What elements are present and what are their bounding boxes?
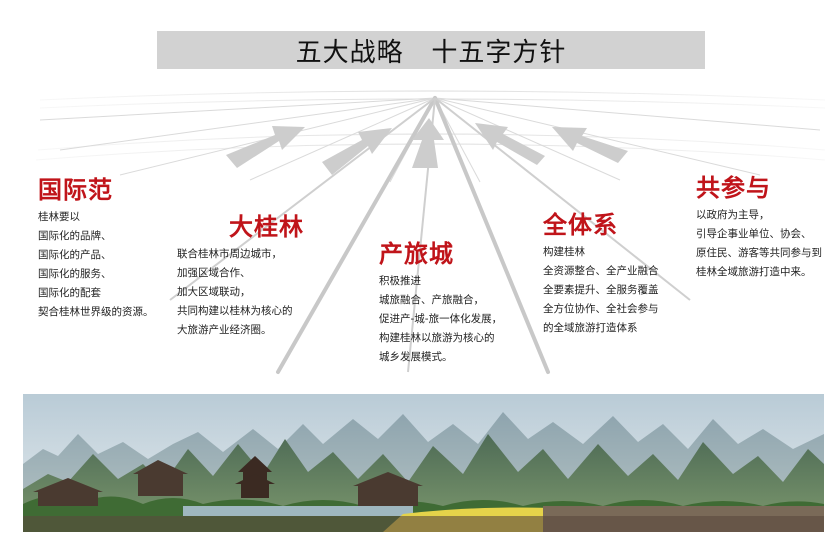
strategy-international: 国际范 桂林要以 国际化的品牌、 国际化的产品、 国际化的服务、 国际化的配套 … <box>38 176 154 322</box>
strategy-heading: 国际范 <box>38 176 113 204</box>
strategy-line: 桂林全域旅游打造中来。 <box>696 266 812 278</box>
strategy-line: 以政府为主导， <box>696 209 770 221</box>
strategy-line: 促进产-城-旅一体化发展， <box>379 313 503 325</box>
strategy-participation: 共参与 以政府为主导， 引导企事业单位、协会、 原住民、游客等共同参与到 桂林全… <box>696 174 822 282</box>
strategy-line: 城乡发展模式。 <box>379 351 453 363</box>
strategy-industry-tourism-city: 产旅城 积极推进 城旅融合、产旅融合， 促进产-城-旅一体化发展， 构建桂林以旅… <box>379 240 502 367</box>
strategy-line: 原住民、游客等共同参与到 <box>696 247 822 259</box>
strategy-line: 城旅融合、产旅融合， <box>379 294 484 306</box>
landscape-illustration <box>23 394 824 532</box>
strategy-full-system: 全体系 构建桂林 全资源整合、全产业融合 全要素提升、全服务覆盖 全方位协作、全… <box>543 211 659 338</box>
strategy-greater-guilin: 大桂林 联合桂林市周边城市， 加强区域合作、 加大区域联动， 共同构建以桂林为核… <box>177 213 304 340</box>
strategy-line: 国际化的产品、 <box>38 249 112 261</box>
strategy-line: 国际化的服务、 <box>38 268 112 280</box>
strategy-line: 引导企事业单位、协会、 <box>696 228 812 240</box>
strategy-line: 全方位协作、全社会参与 <box>543 303 659 315</box>
strategy-heading: 共参与 <box>696 174 771 202</box>
strategy-heading: 大桂林 <box>229 213 304 241</box>
strategy-line: 加大区域联动， <box>177 286 251 298</box>
strategy-line: 国际化的品牌、 <box>38 230 112 242</box>
strategy-line: 桂林要以 <box>38 211 80 223</box>
strategy-line: 加强区域合作、 <box>177 267 251 279</box>
strategy-line: 的全域旅游打造体系 <box>543 322 638 334</box>
guilin-landscape-photo <box>23 394 824 532</box>
strategy-line: 全资源整合、全产业融合 <box>543 265 659 277</box>
strategy-heading: 产旅城 <box>379 240 454 268</box>
strategy-line: 构建桂林 <box>543 246 585 258</box>
strategy-line: 国际化的配套 <box>38 287 101 299</box>
page-title: 五大战略 十五字方针 <box>295 37 567 68</box>
strategy-line: 积极推进 <box>379 275 421 287</box>
strategy-line: 全要素提升、全服务覆盖 <box>543 284 659 296</box>
strategy-line: 共同构建以桂林为核心的 <box>177 305 293 317</box>
title-banner: 五大战略 十五字方针 <box>157 31 705 69</box>
strategy-line: 构建桂林以旅游为核心的 <box>379 332 495 344</box>
strategy-line: 大旅游产业经济圈。 <box>177 324 272 336</box>
strategy-line: 联合桂林市周边城市， <box>177 248 282 260</box>
strategy-heading: 全体系 <box>543 211 618 239</box>
strategy-line: 契合桂林世界级的资源。 <box>38 306 154 318</box>
